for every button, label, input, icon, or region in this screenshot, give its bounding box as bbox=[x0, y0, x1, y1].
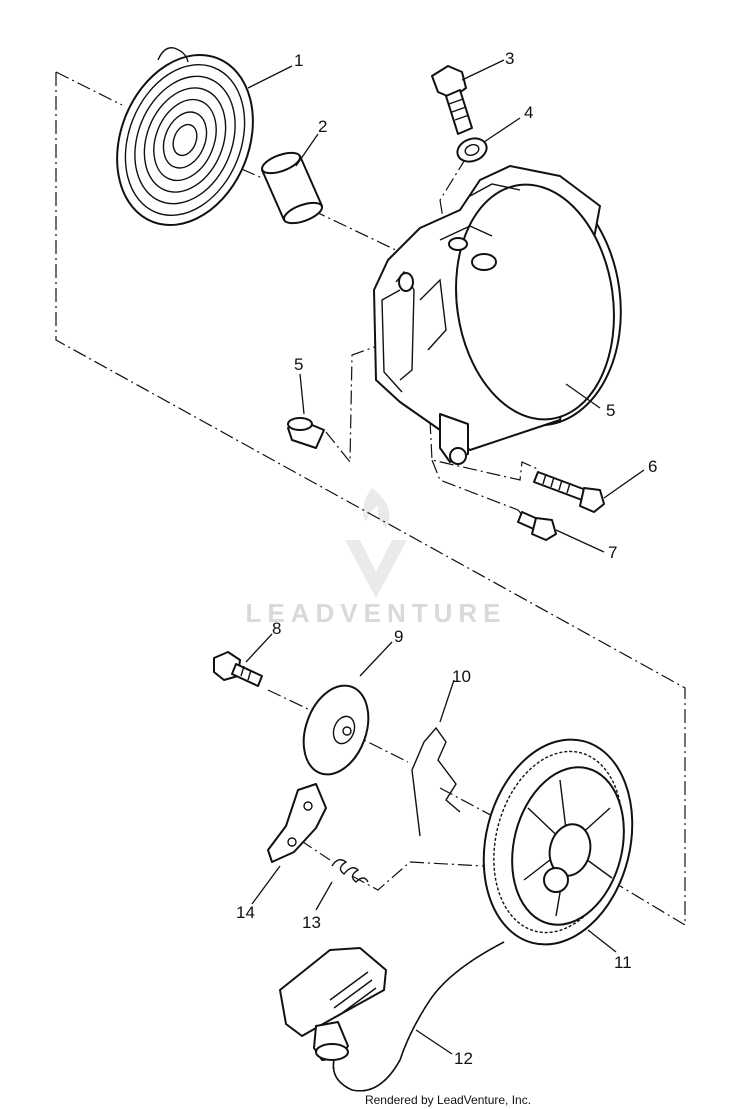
part-8-cap-screw bbox=[213, 651, 263, 687]
part-1-recoil-spring bbox=[116, 47, 254, 227]
credit-text: Rendered by LeadVenture, Inc. bbox=[365, 1093, 531, 1107]
part-10-spring-clip bbox=[411, 726, 461, 837]
part-13-pawl-spring bbox=[331, 859, 369, 883]
callout-12: 12 bbox=[454, 1049, 473, 1068]
part-5-starter-housing bbox=[373, 165, 622, 465]
part-4-washer bbox=[456, 137, 488, 163]
watermark-logo-icon bbox=[345, 488, 407, 598]
callout-13: 13 bbox=[302, 913, 321, 932]
callout-5-housing: 5 bbox=[606, 401, 615, 420]
callout-11: 11 bbox=[614, 953, 632, 972]
leader-lines bbox=[245, 59, 645, 1055]
part-9-friction-plate bbox=[302, 684, 370, 776]
callout-4: 4 bbox=[524, 103, 533, 122]
callout-14: 14 bbox=[236, 903, 255, 922]
part-11-starter-pulley bbox=[482, 738, 634, 946]
part-2-bushing bbox=[261, 151, 323, 225]
callout-10: 10 bbox=[452, 667, 471, 686]
callout-1: 1 bbox=[294, 51, 303, 70]
callout-9: 9 bbox=[394, 627, 403, 646]
callout-8: 8 bbox=[272, 619, 281, 638]
watermark-text: LEADVENTURE bbox=[245, 598, 506, 628]
callout-7: 7 bbox=[608, 543, 617, 562]
part-3-bolt bbox=[431, 65, 473, 135]
callout-3: 3 bbox=[505, 49, 514, 68]
part-5-bushing-small bbox=[287, 417, 325, 449]
callout-5-bushing: 5 bbox=[294, 355, 303, 374]
part-7-short-bolt bbox=[517, 511, 557, 541]
callout-6: 6 bbox=[648, 457, 657, 476]
part-12-starter-handle bbox=[279, 941, 505, 1092]
callout-2: 2 bbox=[318, 117, 327, 136]
part-6-long-bolt bbox=[533, 471, 605, 513]
part-14-pawl bbox=[267, 783, 327, 863]
